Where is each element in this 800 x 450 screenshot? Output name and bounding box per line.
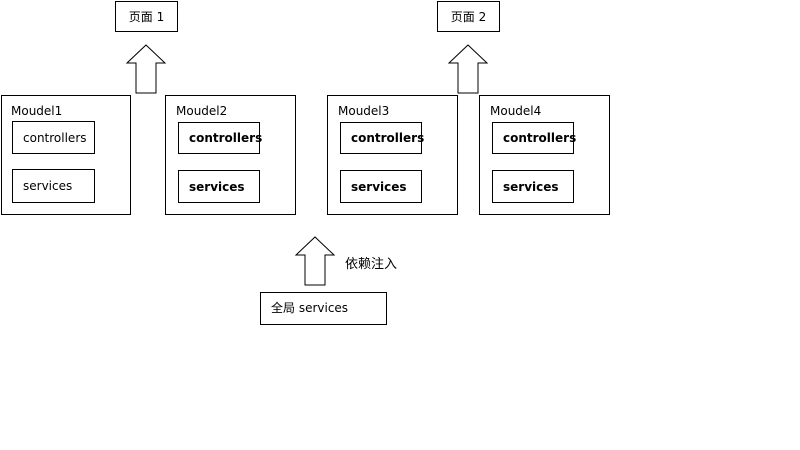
arrow-dependency-injection [294,236,336,286]
page-1-label: 页面 1 [128,10,165,24]
module-3-box: Moudel3 controllers services [327,95,458,215]
module-4-box: Moudel4 controllers services [479,95,610,215]
module-1-controllers: controllers [12,121,95,154]
global-services-box: 全局 services [260,292,387,325]
module-3-controllers: controllers [340,122,424,154]
module-3-services: services [340,170,422,203]
arrow-to-page-2 [447,44,489,94]
module-2-box: Moudel2 controllers services [165,95,296,215]
module-2-title: Moudel2 [176,104,228,118]
dependency-injection-label: 依赖注入 [345,257,398,272]
module-2-services: services [178,170,260,203]
module-3-title: Moudel3 [338,104,390,118]
arrow-to-page-1 [125,44,167,94]
module-1-title: Moudel1 [11,104,63,118]
module-4-controllers: controllers [492,122,576,154]
module-4-services: services [492,170,574,203]
module-2-controllers: controllers [178,122,262,154]
global-services-label: 全局 services [271,301,349,315]
module-1-services: services [12,169,95,203]
module-4-title: Moudel4 [490,104,542,118]
page-2-box: 页面 2 [437,1,500,32]
page-1-box: 页面 1 [115,1,178,32]
module-1-box: Moudel1 controllers services [1,95,131,215]
page-2-label: 页面 2 [450,10,487,24]
